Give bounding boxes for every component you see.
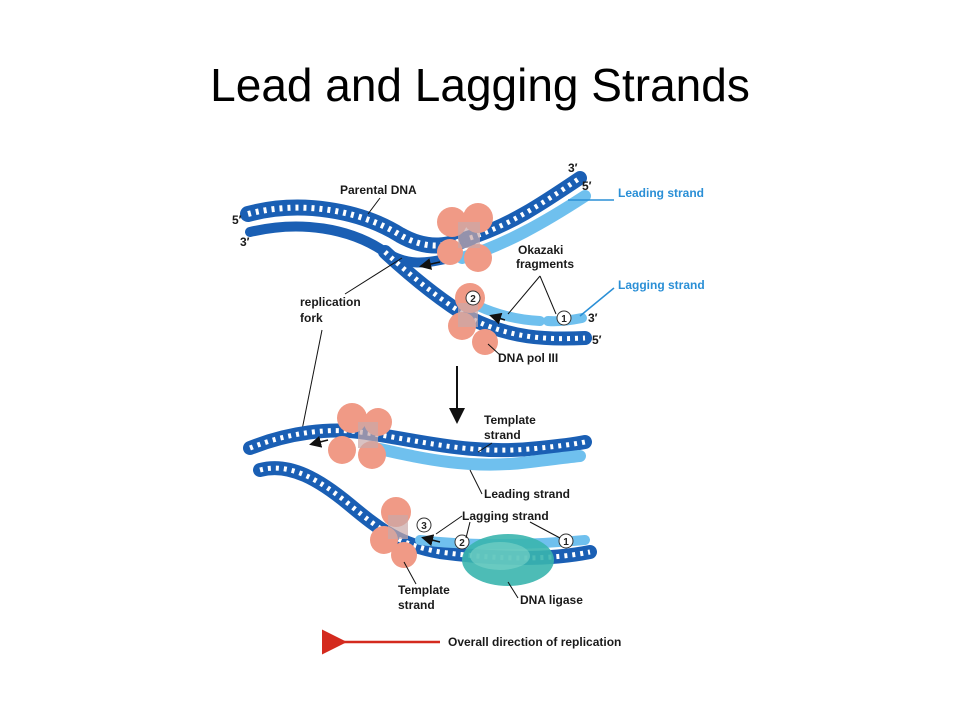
svg-text:1: 1 <box>561 314 567 325</box>
okazaki-fragment-2 <box>473 301 545 326</box>
five-prime-top-right: 5′ <box>582 179 592 193</box>
template-strand2-label-line2: strand <box>398 598 435 612</box>
marker-2-top: 2 <box>465 290 481 306</box>
bottom-leading-new-strand <box>369 442 586 471</box>
three-prime-bottom-right: 3′ <box>588 311 598 325</box>
dna-polymerase-bottom-leading <box>328 403 392 469</box>
replication-label-line2: fork <box>300 311 323 325</box>
svg-text:1: 1 <box>563 537 569 548</box>
top-panel: 2 1 Parental DNA 5′ 3′ 3′ 5′ Leading str… <box>232 161 705 441</box>
leading-template-strand <box>463 171 587 245</box>
template-strand-label-line1: Template <box>484 413 536 427</box>
overall-direction: Overall direction of replication <box>322 629 621 655</box>
marker-2-bottom: 2 <box>454 534 470 550</box>
slide-title: Lead and Lagging Strands <box>210 59 750 111</box>
bottom-leading-strand-label: Leading strand <box>484 487 570 501</box>
lagging-strand-label: Lagging strand <box>618 278 705 292</box>
five-prime-bottom-right: 5′ <box>592 333 602 347</box>
svg-text:2: 2 <box>470 294 476 305</box>
dna-polymerase-bottom-lagging <box>370 497 417 568</box>
bottom-template-strand-upper <box>243 423 592 458</box>
marker-1-bottom: 1 <box>558 533 574 549</box>
dna-pol-label: DNA pol III <box>498 351 558 365</box>
parental-dna-label: Parental DNA <box>340 183 417 197</box>
okazaki-label-line2: fragments <box>516 257 574 271</box>
dna-polymerase-leading <box>437 203 493 272</box>
marker-3-bottom: 3 <box>416 517 432 533</box>
dna-ligase <box>462 534 554 586</box>
three-prime-left: 3′ <box>240 235 250 249</box>
dna-ligase-label: DNA ligase <box>520 593 583 607</box>
svg-text:3: 3 <box>421 521 427 532</box>
template-strand-label-line2: strand <box>484 428 521 442</box>
dna-polymerase-lagging <box>448 283 498 355</box>
marker-1-top: 1 <box>556 310 572 326</box>
parental-strand-upper-rungs <box>247 204 471 249</box>
five-prime-left: 5′ <box>232 213 242 227</box>
direction-label: Overall direction of replication <box>448 635 621 649</box>
svg-text:2: 2 <box>459 538 465 549</box>
template-strand2-label-line1: Template <box>398 583 450 597</box>
bottom-lagging-strand-label: Lagging strand <box>462 509 549 523</box>
replication-label-line1: replication <box>300 295 361 309</box>
leading-strand-label: Leading strand <box>618 186 704 200</box>
bottom-panel: 3 2 1 Template strand Leading strand Lag… <box>243 403 597 612</box>
three-prime-top-right: 3′ <box>568 161 578 175</box>
okazaki-label-line1: Okazaki <box>518 243 563 257</box>
